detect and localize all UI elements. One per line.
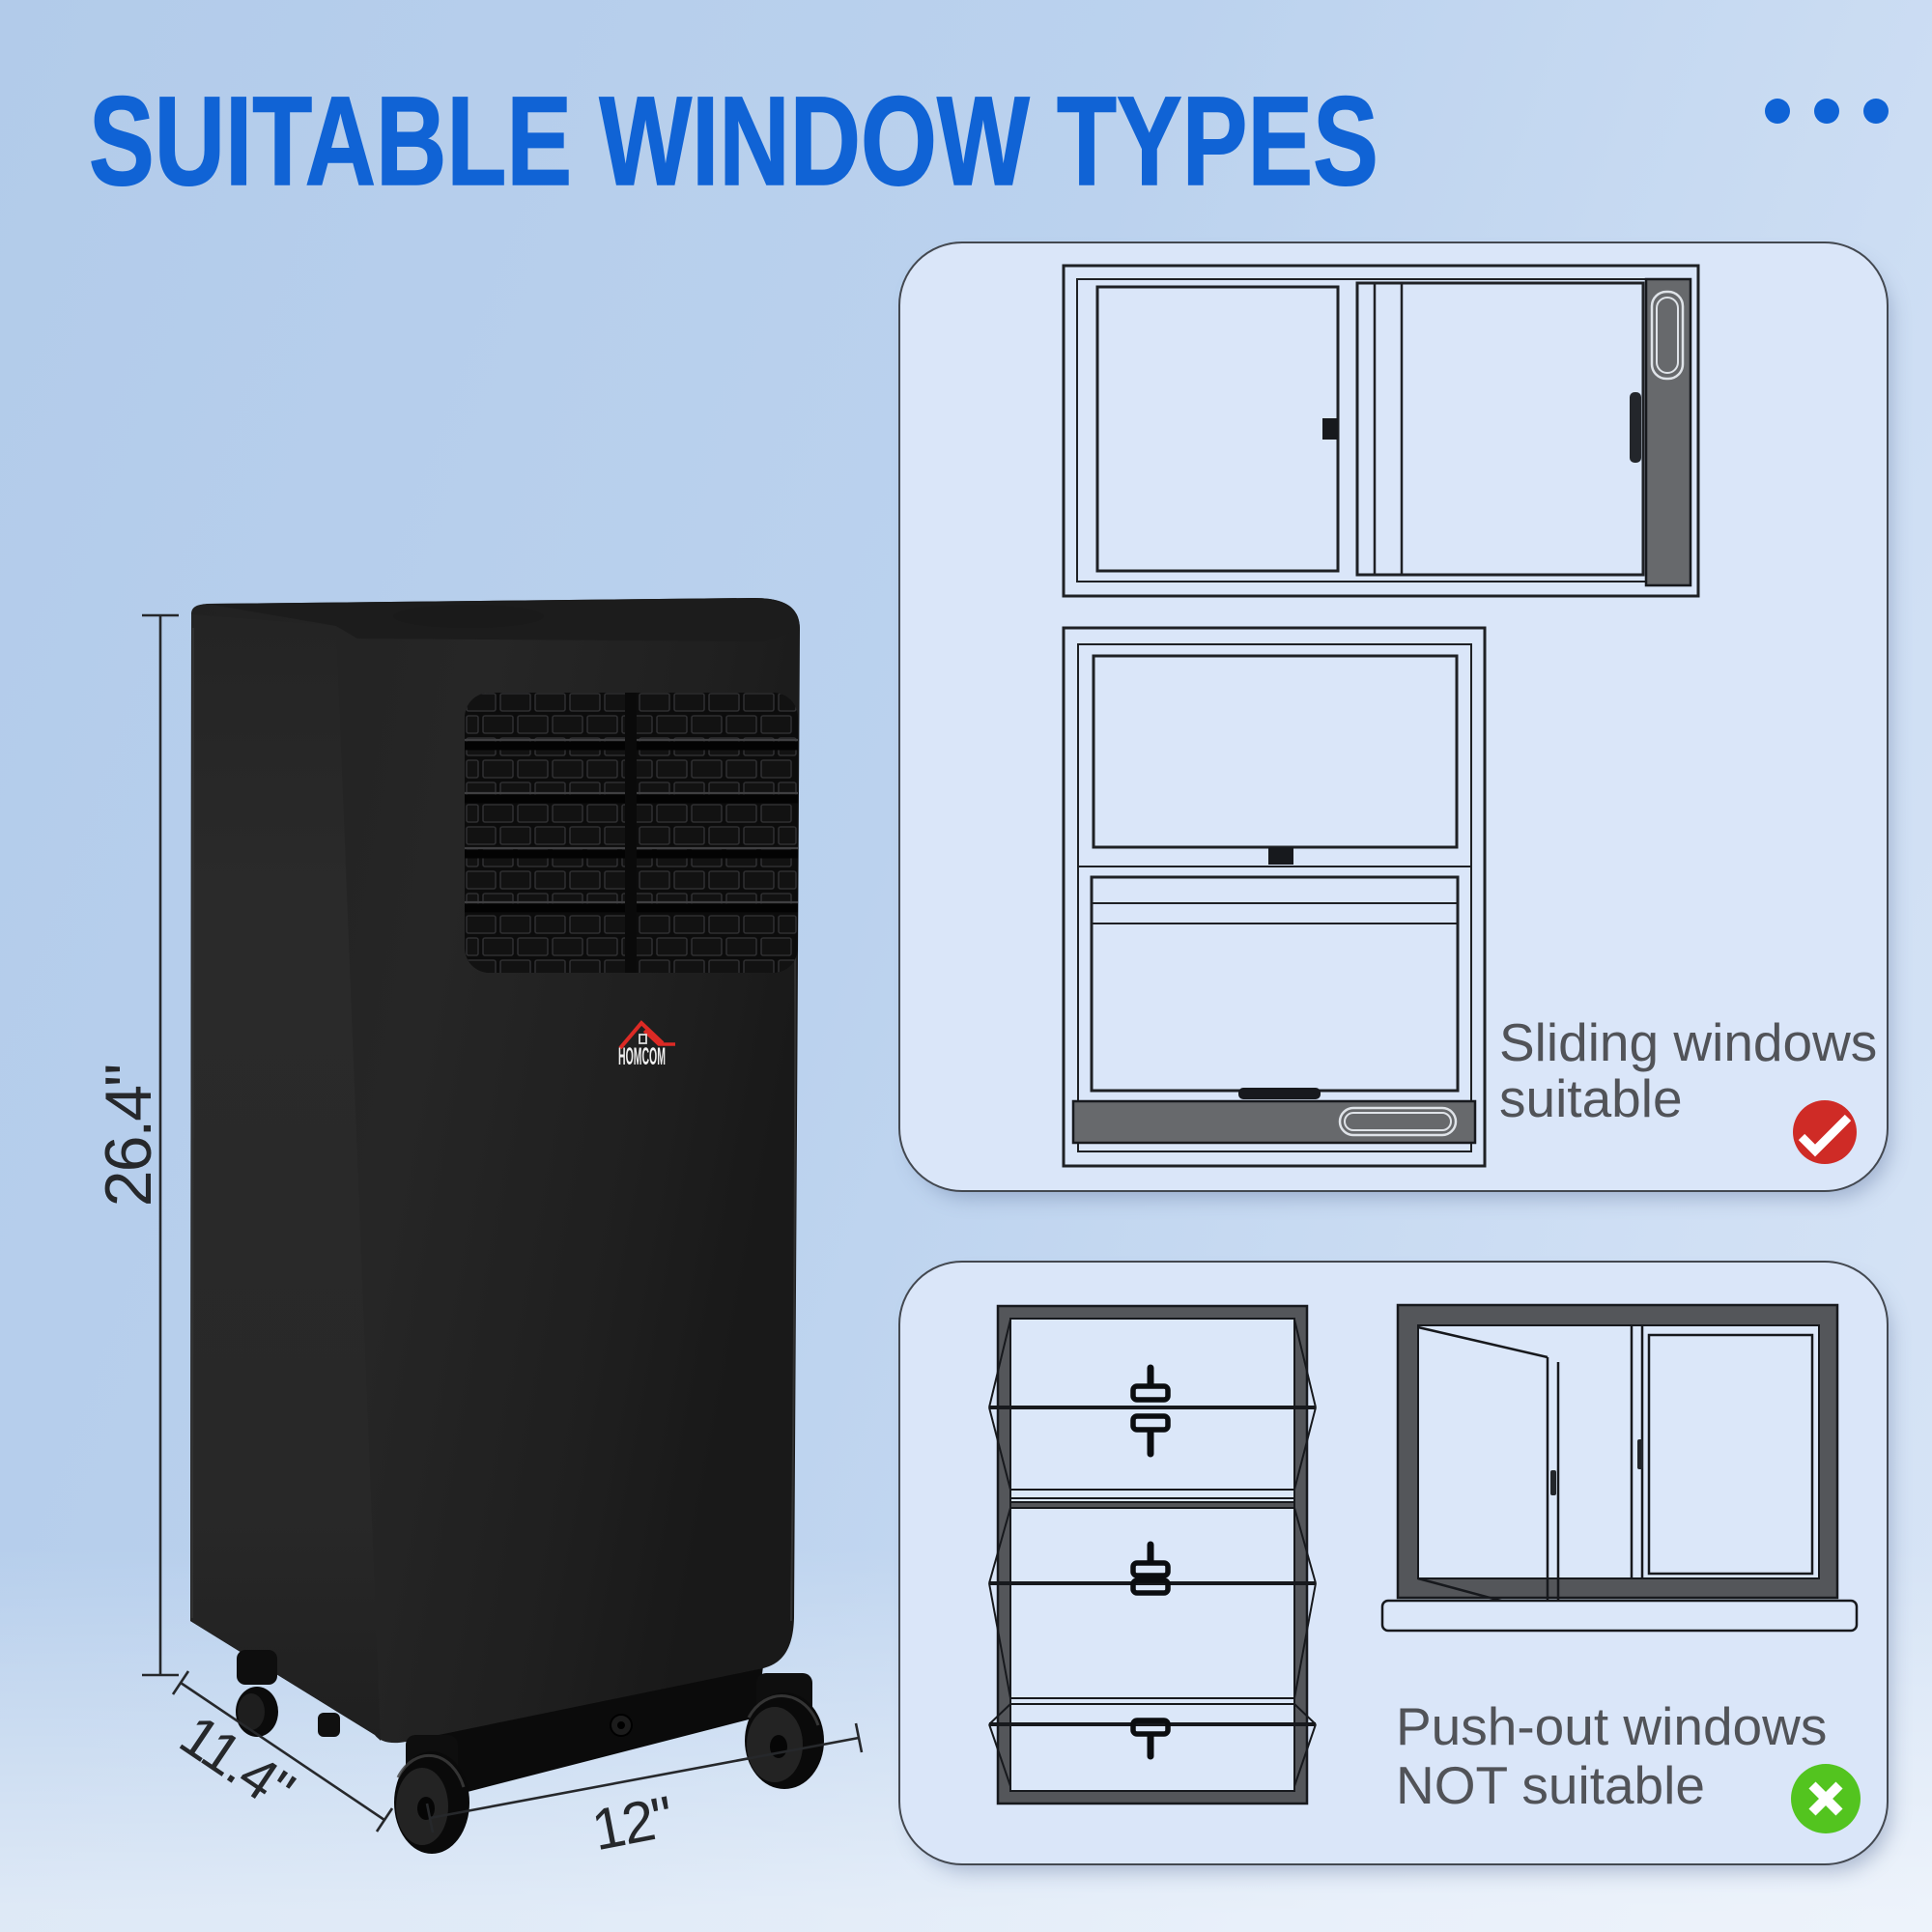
svg-text:26.4": 26.4" [92,1065,165,1208]
svg-text:12": 12" [586,1784,676,1862]
svg-text:HOMCOM: HOMCOM [618,1044,666,1070]
